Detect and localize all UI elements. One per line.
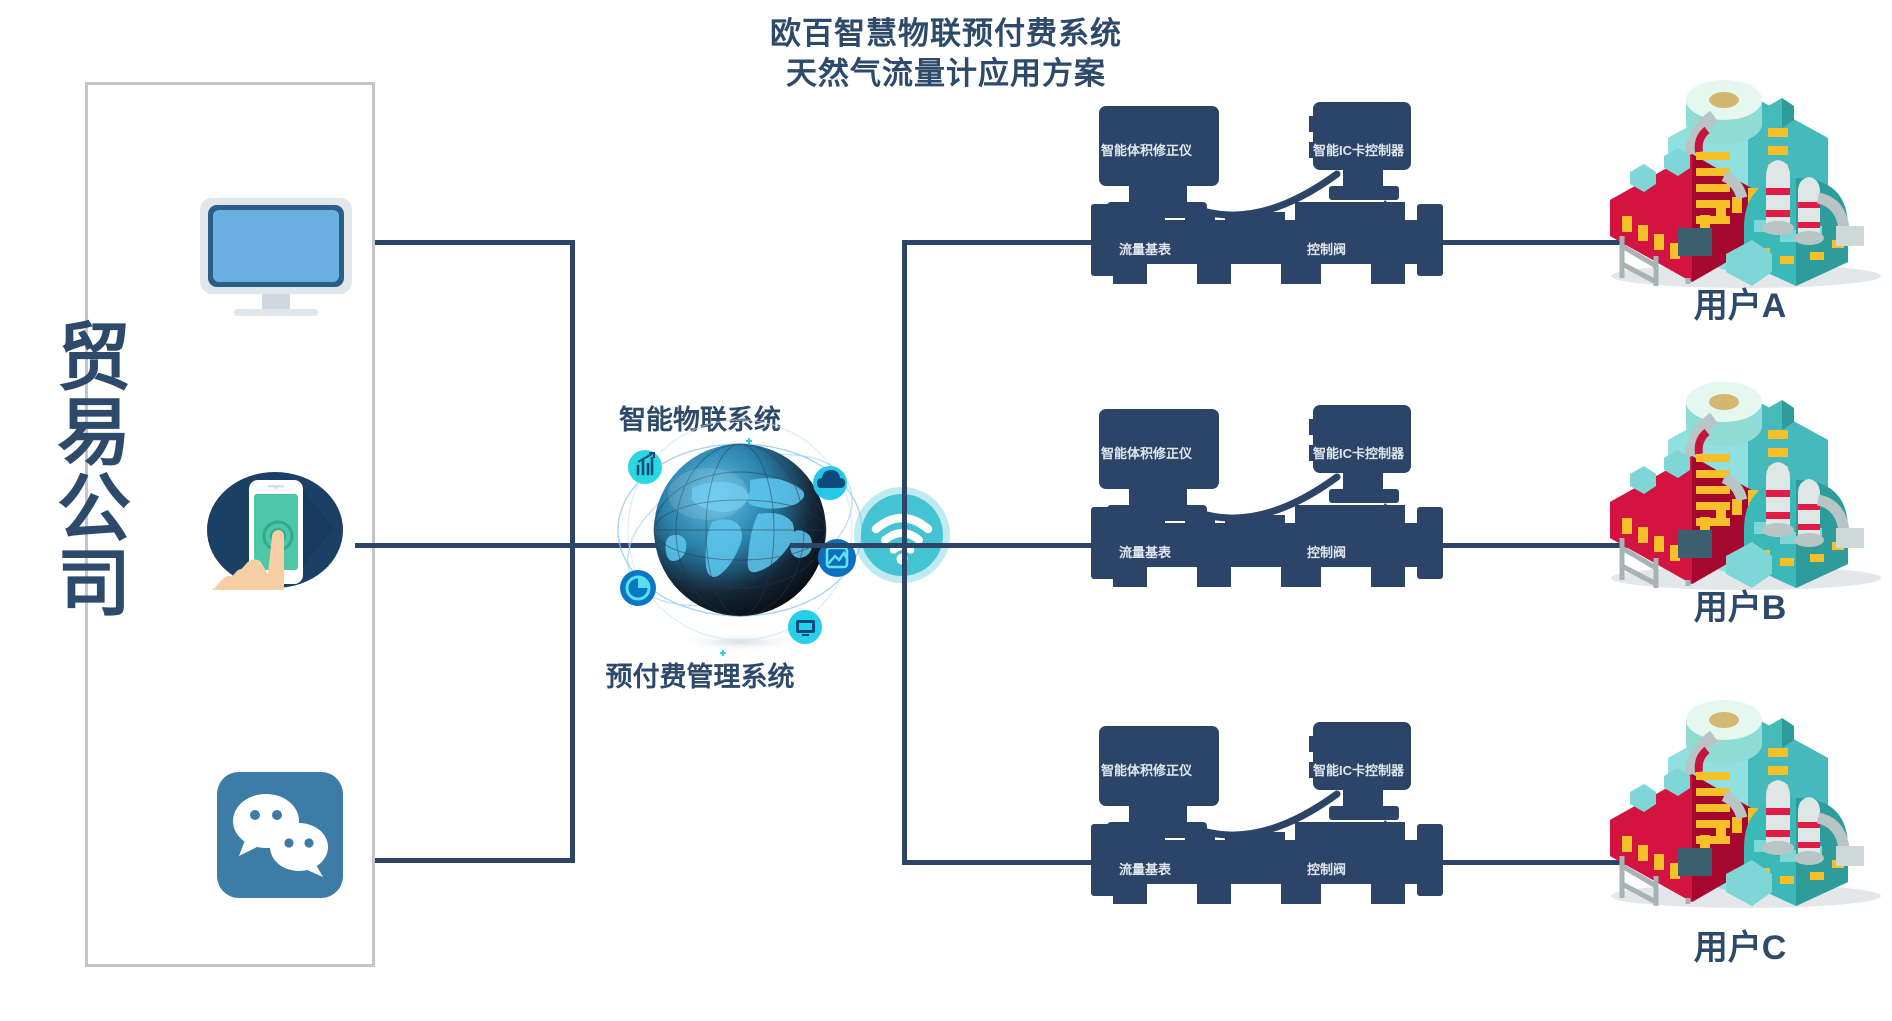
wire-meter-a-to-user-a <box>1432 240 1632 245</box>
gas-meter-assembly-a: 智能体积修正仪 智能IC卡控制器 流量基表 控制阀 <box>1085 98 1445 298</box>
company-char-2: 公 <box>57 466 133 550</box>
title-line-2: 天然气流量计应用方案 <box>786 55 1106 91</box>
meter-valve-label: 控制阀 <box>1307 862 1347 877</box>
iot-system-label: 智能物联系统 <box>619 405 781 435</box>
prepay-system-label: 预付费管理系统 <box>605 662 795 692</box>
meter-valve-label: 控制阀 <box>1307 242 1347 257</box>
wire-phone-to-bus <box>355 543 580 548</box>
page-title: 欧百智慧物联预付费系统 天然气流量计应用方案 <box>0 14 1892 93</box>
wire-meter-b-to-user-b <box>1432 543 1632 548</box>
meter-ic-controller-label: 智能IC卡控制器 <box>1313 446 1405 461</box>
wire-left-bus-vertical <box>570 240 575 863</box>
chart-badge-icon <box>628 450 662 484</box>
pie-chart-badge-icon <box>620 570 656 606</box>
wire-right-bus-vertical <box>902 240 907 865</box>
title-line-1: 欧百智慧物联预付费系统 <box>770 16 1122 51</box>
wire-globe-to-right-bus <box>790 543 910 548</box>
wire-bus-to-meter-c <box>902 860 1102 865</box>
wire-wechat-to-bus <box>375 858 575 863</box>
user-label-a: 用户A <box>1693 287 1787 325</box>
user-label-c: 用户C <box>1693 929 1787 967</box>
meter-corrector-label: 智能体积修正仪 <box>1101 763 1193 778</box>
mobile-phone-touch-icon[interactable] <box>202 470 352 590</box>
meter-valve-label: 控制阀 <box>1307 545 1347 560</box>
wire-bus-to-meter-b <box>902 543 1102 548</box>
wire-monitor-to-bus <box>375 240 575 245</box>
gas-meter-assembly-b: 智能体积修正仪 智能IC卡控制器 流量基表 控制阀 <box>1085 401 1445 601</box>
monitor-badge-icon <box>788 610 822 644</box>
company-char-0: 贸 <box>57 316 133 399</box>
image-badge-icon <box>818 539 856 577</box>
meter-ic-controller-label: 智能IC卡控制器 <box>1313 763 1405 778</box>
cloud-badge-icon <box>813 466 847 500</box>
wire-bus-to-meter-a <box>902 240 1102 245</box>
meter-ic-controller-label: 智能IC卡控制器 <box>1313 143 1405 158</box>
wire-meter-c-to-user-c <box>1432 860 1632 865</box>
factory-icon-b <box>1596 382 1892 590</box>
meter-base-label: 流量基表 <box>1119 545 1172 560</box>
meter-corrector-label: 智能体积修正仪 <box>1101 446 1193 461</box>
desktop-monitor-icon[interactable] <box>196 196 356 321</box>
company-char-3: 司 <box>57 542 133 626</box>
globe-network-icon <box>600 390 880 670</box>
meter-corrector-label: 智能体积修正仪 <box>1101 143 1193 158</box>
gas-meter-assembly-c: 智能体积修正仪 智能IC卡控制器 流量基表 控制阀 <box>1085 718 1445 918</box>
factory-icon-c <box>1596 700 1892 908</box>
meter-base-label: 流量基表 <box>1119 242 1172 257</box>
trading-company-frame <box>85 82 375 967</box>
factory-icon-a <box>1596 80 1892 288</box>
trading-company-label: 贸 易 公 司 <box>40 320 150 622</box>
user-label-b: 用户B <box>1693 589 1787 627</box>
company-char-1: 易 <box>57 391 133 475</box>
wechat-icon[interactable] <box>215 770 345 900</box>
meter-base-label: 流量基表 <box>1119 862 1172 877</box>
